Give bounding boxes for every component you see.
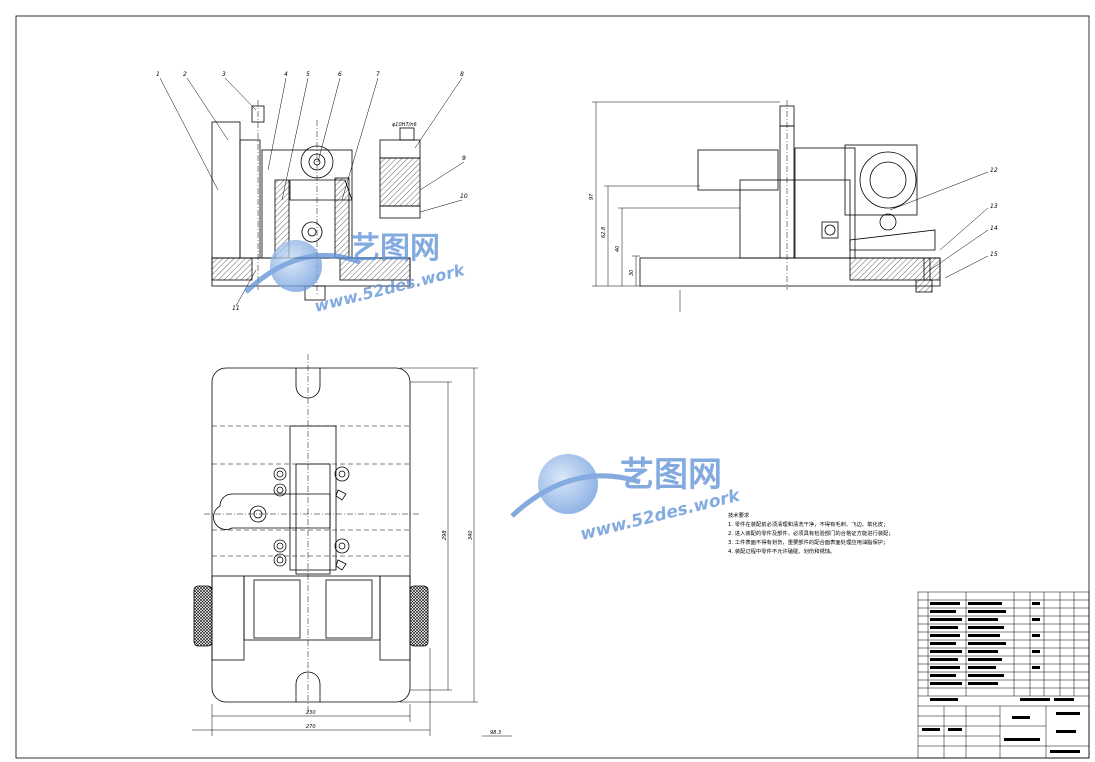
- tech-req-item-1: 1. 零件在装配前必须清理和清洗干净，不得有毛刺、飞边、氧化皮；: [728, 520, 888, 528]
- dim-side-total: 97: [589, 193, 595, 200]
- watermark-center-cn: 艺图网: [620, 455, 722, 495]
- plan-view: [193, 354, 429, 714]
- tech-req-title: 技术要求: [728, 511, 750, 519]
- front-view-leaders: [159, 77, 465, 307]
- tech-req-item-4: 4. 装配过程中零件不允许磕碰、划伤和锈蚀。: [728, 547, 835, 555]
- callout-14: 14: [990, 225, 998, 232]
- callout-12: 12: [990, 167, 998, 174]
- front-view: [211, 100, 421, 301]
- dim-side-low: 40: [615, 246, 621, 252]
- watermark-center: 艺图网 www.52des.work: [510, 454, 743, 545]
- callout-3: 3: [222, 71, 226, 78]
- side-view-callouts: 12 13 14 15: [990, 167, 998, 258]
- callout-15: 15: [990, 251, 998, 258]
- callout-6: 6: [338, 71, 342, 78]
- callout-7: 7: [376, 71, 380, 78]
- callout-9: 9: [462, 155, 466, 162]
- drawing-frame: [15, 15, 1090, 759]
- callout-10: 10: [460, 193, 468, 200]
- dim-plan-height-inner: 298: [442, 530, 448, 540]
- dim-side-base: 30: [629, 270, 635, 276]
- callout-1: 1: [156, 71, 160, 78]
- dim-plan-height-outer: 340: [468, 530, 474, 540]
- dim-plan-width-inner: 230: [306, 710, 316, 716]
- title-block: [917, 591, 1090, 759]
- callout-2: 2: [183, 71, 187, 78]
- dim-side-mid: 62.8: [601, 227, 607, 238]
- callout-11: 11: [232, 305, 240, 312]
- callout-8: 8: [460, 71, 464, 78]
- side-view-leaders: [889, 171, 989, 279]
- parts-list-bars: [922, 602, 1080, 753]
- front-view-callouts: 1 2 3 4 5 6 7 8 9 10 11 φ10H7/n6: [156, 71, 468, 312]
- plan-view-dim-labels: 230 270 298 340 98.3: [306, 530, 501, 736]
- tech-req-item-2: 2. 进入装配的零件及部件，必须具有检验部门的合格证方能进行装配；: [728, 529, 894, 537]
- callout-13: 13: [990, 203, 998, 210]
- watermark-top-cn: 艺图网: [350, 231, 440, 266]
- dim-center-height: 98.3: [490, 730, 501, 736]
- plan-view-dimensions: [192, 367, 512, 737]
- callout-5: 5: [306, 71, 310, 78]
- dim-plan-width-outer: 270: [306, 724, 316, 730]
- callout-4: 4: [284, 71, 288, 78]
- tech-req-item-3: 3. 工件表面不得有划伤，重要部件的配合面表面处理应用油脂保护；: [728, 538, 888, 546]
- side-view-dim-labels: 97 62.8 40 30: [589, 193, 635, 276]
- top-fit-label: φ10H7/n6: [392, 122, 417, 128]
- side-view-dimensions: [592, 101, 780, 287]
- side-view: [639, 100, 941, 312]
- technical-requirements: 技术要求 1. 零件在装配前必须清理和清洗干净，不得有毛刺、飞边、氧化皮； 2.…: [728, 511, 894, 555]
